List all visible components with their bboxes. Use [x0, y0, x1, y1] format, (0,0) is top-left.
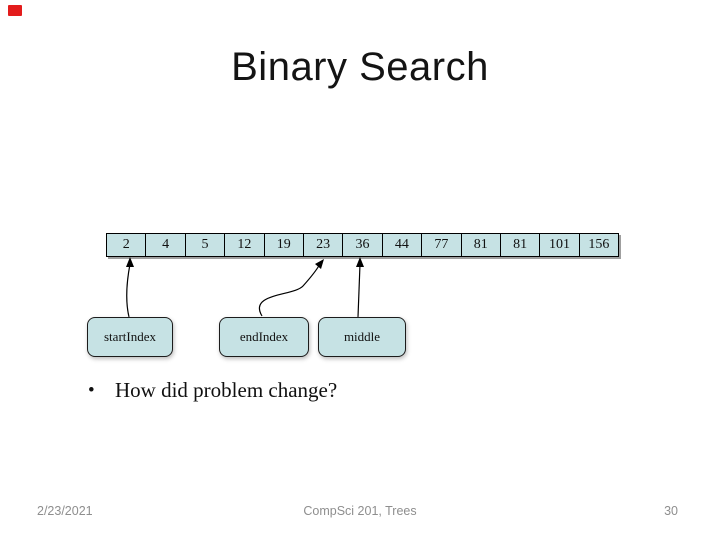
endindex-box: endIndex — [219, 317, 309, 357]
array-cell-value: 156 — [588, 237, 610, 252]
array-cell: 2 — [106, 233, 147, 257]
array-cell-value: 19 — [276, 237, 291, 252]
slide-title: Binary Search — [231, 45, 489, 89]
endindex-arrow — [258, 263, 321, 317]
array-cell: 44 — [381, 233, 423, 257]
sorted-array: 2 4 5 12 19 23 36 — [106, 233, 620, 257]
startindex-arrow — [126, 263, 131, 318]
array-cell-value: 4 — [162, 237, 170, 252]
array-cell: 4 — [145, 233, 186, 257]
red-corner-marker — [8, 5, 22, 16]
array-cell: 5 — [184, 233, 226, 257]
startindex-box: startIndex — [87, 317, 173, 357]
bullet-text: How did problem change? — [115, 378, 338, 402]
array-cell: 36 — [342, 233, 383, 257]
footer-date: 2/23/2021 — [37, 504, 93, 518]
array-cell: 156 — [578, 233, 620, 257]
array-cell: 23 — [302, 233, 344, 257]
array-cell-value: 81 — [513, 237, 528, 252]
array-cell-value: 81 — [473, 237, 488, 252]
middle-arrowhead — [356, 257, 364, 267]
array-cell-value: 36 — [355, 237, 370, 252]
array-cell: 77 — [421, 233, 462, 257]
array-cell-value: 44 — [394, 237, 409, 252]
middle-arrow — [357, 263, 361, 318]
startindex-label: startIndex — [104, 329, 156, 344]
array-cell-value: 23 — [316, 237, 331, 252]
middle-box: middle — [318, 317, 406, 357]
array-cell-value: 12 — [237, 237, 252, 252]
array-cell: 19 — [263, 233, 304, 257]
array-cell: 81 — [460, 233, 501, 257]
footer-course: CompSci 201, Trees — [303, 504, 417, 518]
endindex-arrowhead — [315, 259, 324, 269]
array-cell-value: 77 — [434, 237, 449, 252]
array-cell: 101 — [539, 233, 580, 257]
array-cell-value: 101 — [548, 237, 570, 252]
middle-label: middle — [343, 329, 381, 344]
array-cell: 81 — [499, 233, 541, 257]
bullet-marker: • — [88, 380, 95, 401]
array-cell: 12 — [224, 233, 265, 257]
array-cell-value: 2 — [122, 237, 130, 252]
array-cell-value: 5 — [201, 237, 209, 252]
startindex-arrowhead — [126, 257, 134, 267]
footer-page-number: 30 — [664, 504, 678, 518]
endindex-label: endIndex — [239, 329, 289, 344]
bullet-line: • How did problem change? — [88, 377, 337, 404]
